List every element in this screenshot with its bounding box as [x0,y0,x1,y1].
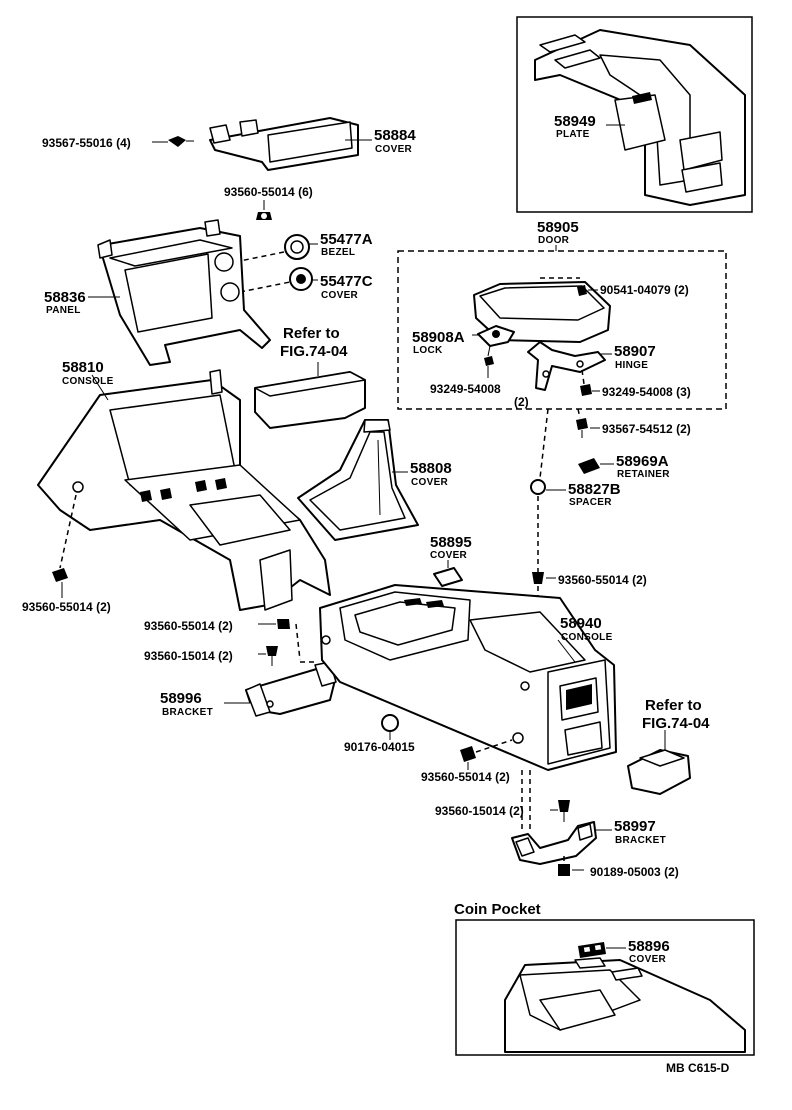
coin-pocket-title: Coin Pocket [454,901,541,918]
screw-rear-a-number: 93560-55014 (2) [421,770,510,784]
ref-right-line2: FIG.74-04 [642,715,710,732]
small-cover-58895 [433,560,463,587]
plate-number: 58949 [554,113,596,130]
lock-name: LOCK [413,345,443,356]
door-number: 58905 [537,219,579,236]
spacer-58827b [530,408,566,575]
console-rear-number: 58940 [560,615,602,632]
cover-c-name: COVER [321,290,359,301]
spacer-number: 58827B [568,481,621,498]
screw-93560-55014-6 [256,200,272,220]
console-front-name: CONSOLE [62,376,114,387]
cover-58884 [209,117,372,171]
door-name: DOOR [538,235,570,246]
bumper [577,285,598,296]
screw-front-number: 93560-55014 (2) [22,600,111,614]
bracket-front-number: 58996 [160,690,202,707]
cover-58884-name: COVER [375,144,413,155]
lock-58908a [472,325,515,378]
shift-cover-name: COVER [411,477,449,488]
hinge-name: HINGE [615,360,648,371]
cover-c-number: 55477C [320,273,373,290]
bracket-58996 [224,661,337,717]
screw-bracket-b [258,646,318,666]
lock-number: 58908A [412,329,465,346]
retainer-58969a [578,458,614,474]
bracket-front-name: BRACKET [162,707,213,718]
coin-pocket-inset [455,919,755,1056]
coin-cover-name: COVER [629,954,667,965]
plug-number: 90176-04015 [344,740,415,754]
screw-6-number: 93560-55014 (6) [224,185,313,199]
bracket-rear-name: BRACKET [615,835,666,846]
cover-55477c [239,267,318,293]
screw-rear-b-number: 93560-15014 (2) [435,804,524,818]
hinge-58907 [527,341,612,391]
door-assembly-box [397,250,727,410]
nut-90189 [558,856,584,876]
screw-mid-number: 93560-55014 (2) [558,573,647,587]
spacer-name: SPACER [569,497,612,508]
screw-hinge [580,369,600,396]
screw-hinge-number: 93249-54008 (3) [602,385,691,399]
ref-left-line2: FIG.74-04 [280,343,348,360]
plate-inset [516,16,753,213]
screw-rear-a [460,739,513,770]
screw-bracket-b-number: 93560-15014 (2) [144,649,233,663]
panel-name: PANEL [46,305,81,316]
shift-cover-number: 58808 [410,460,452,477]
screw-lock-qty: (2) [514,395,529,409]
screw-93567-55016 [152,136,194,147]
console-front-number: 58810 [62,359,104,376]
ref-left-line1: Refer to [283,325,340,342]
switch-assembly [254,362,366,429]
ref-right-line1: Refer to [645,697,702,714]
bumper-number: 90541-04079 (2) [600,283,689,297]
console-rear-name: CONSOLE [561,632,613,643]
small-cover-number: 58895 [430,534,472,551]
bezel-number: 55477A [320,231,373,248]
screw-bracket-a-number: 93560-55014 (2) [144,619,233,633]
cover-58884-number: 58884 [374,127,416,144]
screw-top-number: 93567-55016 (4) [42,136,131,150]
bracket-58997 [511,821,612,865]
screw-bracket-a [258,619,301,661]
panel-58836 [88,219,271,366]
screw-lock-number: 93249-54008 [430,382,501,396]
shift-cover-58808 [297,419,419,541]
screw-door [576,408,600,438]
coin-cover-number: 58896 [628,938,670,955]
door-58905 [473,277,611,343]
screw-front [52,494,77,598]
small-cover-name: COVER [430,550,468,561]
footer-code: MB C615-D [666,1061,730,1075]
screw-rear-b [550,800,570,822]
retainer-name: RETAINER [617,469,670,480]
bezel-55477a [234,234,318,263]
bezel-name: BEZEL [321,247,355,258]
screw-door-number: 93567-54512 (2) [602,422,691,436]
nut-number: 90189-05003 (2) [590,865,679,879]
console-58940 [319,584,617,771]
panel-number: 58836 [44,289,86,306]
hinge-number: 58907 [614,343,656,360]
switch-right [627,730,691,795]
console-58810 [37,369,331,611]
retainer-number: 58969A [616,453,669,470]
plug-90176 [381,714,399,740]
bracket-rear-number: 58997 [614,818,656,835]
plate-name: PLATE [556,129,590,140]
rear-dashes [521,770,531,830]
